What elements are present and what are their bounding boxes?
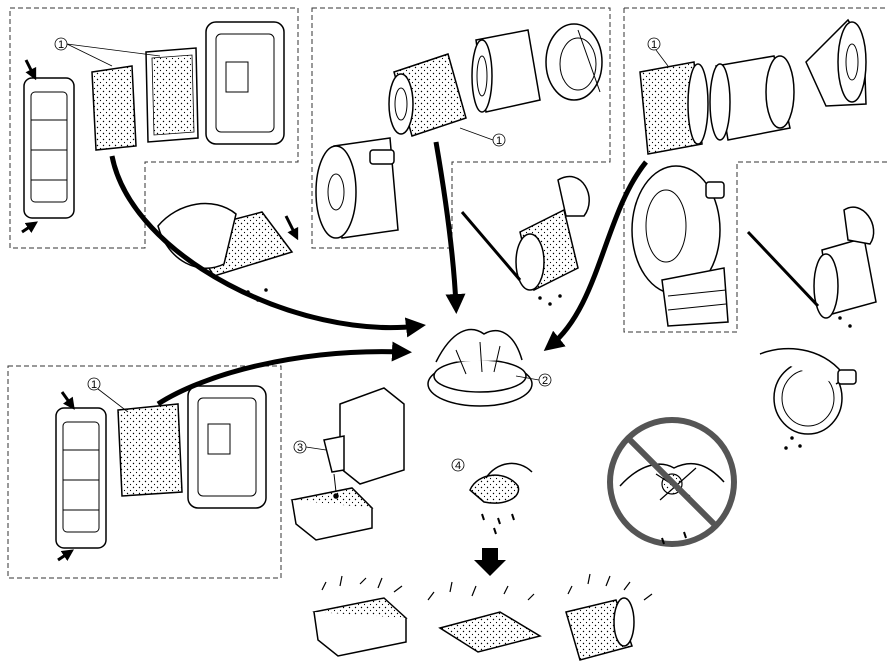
washing-bowl — [428, 330, 532, 406]
callout-1-top-center: 1 — [460, 128, 505, 147]
pleated-cone-filter-top — [472, 30, 540, 112]
cyclone-cap-top — [546, 24, 602, 100]
brushing-cone-filter-scene — [462, 177, 589, 305]
filter-frame-bottom-left — [188, 386, 266, 508]
arrow-down-icon — [474, 548, 506, 576]
callout-4-text: 4 — [455, 460, 461, 472]
detergent-bottle — [324, 388, 404, 498]
callout-1-text: 1 — [496, 135, 502, 147]
pleated-cylinder-filter-right — [710, 56, 794, 140]
pleated-filter-top-left — [146, 48, 198, 142]
block-foam-filter-bottom-left — [118, 404, 182, 496]
brushing-cylinder-filter-scene — [748, 207, 876, 327]
dry-tray-final — [314, 598, 406, 656]
filter-housing-bottom-left — [56, 392, 106, 560]
cyclone-cover-right — [806, 20, 866, 106]
callout-3-detergent: 3 — [294, 441, 326, 454]
callout-4-squeeze: 4 — [452, 459, 464, 472]
callout-1-text: 1 — [651, 39, 657, 51]
callout-1-text: 1 — [91, 379, 97, 391]
filter-housing-top-left — [22, 60, 74, 232]
dry-cylinder-filter-final — [566, 598, 634, 660]
motor-filter-drum-top — [316, 138, 398, 238]
callout-1-top-left: 1 — [55, 38, 160, 66]
callout-1-text: 1 — [58, 39, 64, 51]
canister-unit-right — [632, 166, 728, 326]
no-wringing-icon — [610, 420, 734, 544]
callout-1-top-right: 1 — [648, 38, 668, 66]
soak-tray — [292, 488, 372, 540]
squeezing-hand-scene — [470, 463, 532, 534]
callout-3-text: 3 — [297, 442, 303, 454]
flat-foam-filter-top-left — [92, 66, 136, 150]
cylinder-foam-filter-right — [640, 62, 708, 154]
callout-1-bottom-left: 1 — [88, 378, 128, 412]
sparkle-marks — [322, 574, 652, 600]
dry-flat-filter-final — [440, 612, 540, 652]
filter-frame-top-left — [206, 22, 284, 144]
tapping-ring-filter-scene — [760, 349, 856, 449]
callout-2-text: 2 — [542, 375, 548, 387]
cone-foam-filter-top — [389, 54, 466, 136]
